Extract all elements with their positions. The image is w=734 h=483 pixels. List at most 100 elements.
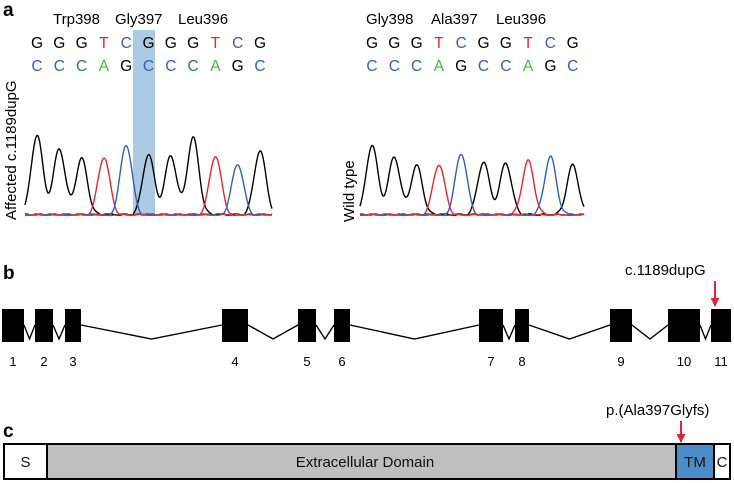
wild-forward-base-1: G <box>366 35 378 52</box>
exon-7 <box>479 309 503 342</box>
wild-forward-base-4: T <box>434 35 444 52</box>
panel-c: c p.(Ala397Glyfs) S Extracellular Domain… <box>3 402 731 480</box>
affected-forward-base-3: G <box>76 35 88 52</box>
affected-forward-base-11: G <box>254 35 266 52</box>
affected-codon-2: Gly397 <box>115 11 163 28</box>
cytoplasmic-domain-label: C <box>717 454 728 471</box>
wild-forward-base-5: C <box>456 35 467 52</box>
signal-peptide-label: S <box>20 454 30 471</box>
affected-complement-base-3: C <box>76 58 87 75</box>
exon-10 <box>668 309 700 342</box>
exon-label-9: 9 <box>617 354 624 369</box>
gene-structure: 1 2 3 4 5 6 7 8 9 10 11 <box>2 309 731 369</box>
exon-label-1: 1 <box>9 354 16 369</box>
affected-chromatogram <box>24 134 273 217</box>
intron-line <box>52 324 66 341</box>
affected-forward-base-1: G <box>31 35 43 52</box>
intron-line <box>247 324 299 340</box>
affected-complement-base-2: C <box>54 58 65 75</box>
affected-complement-base-4: A <box>99 58 110 75</box>
affected-codon-3: Leu396 <box>178 11 228 28</box>
wild-codon-2: Ala397 <box>431 11 478 28</box>
wild-complement-base-2: C <box>389 58 400 75</box>
panel-b-label: b <box>3 263 15 284</box>
wild-complement-base-7: C <box>500 58 511 75</box>
exon-label-2: 2 <box>40 354 47 369</box>
exon-1 <box>2 309 24 342</box>
signal-peptide-domain <box>3 443 48 480</box>
wild-complement-base-8: A <box>523 58 534 75</box>
affected-forward-base-6: G <box>142 35 154 52</box>
affected-forward-base-2: G <box>53 35 65 52</box>
intron-line <box>502 324 516 341</box>
wild-complement-base-3: C <box>411 58 422 75</box>
exon-label-10: 10 <box>677 354 691 369</box>
intron-line <box>80 324 223 340</box>
affected-forward-base-7: G <box>165 35 177 52</box>
affected-complement-base-1: C <box>31 58 42 75</box>
exon-label-4: 4 <box>231 354 238 369</box>
panel-c-label: c <box>3 421 14 442</box>
exon-label-5: 5 <box>303 354 310 369</box>
affected-forward-base-10: C <box>232 35 243 52</box>
trace-C <box>24 144 273 216</box>
wild-forward-base-7: G <box>500 35 512 52</box>
intron-line <box>23 324 36 341</box>
protein-diagram: S Extracellular Domain TM C <box>3 443 731 480</box>
exon-8 <box>515 309 529 342</box>
wild-forward-base-8: T <box>523 35 533 52</box>
wild-complement-base-9: G <box>544 58 556 75</box>
trace-noise <box>25 213 272 217</box>
intron-line <box>699 324 712 341</box>
wild-codon-1: Gly398 <box>366 11 414 28</box>
exon-4 <box>222 309 248 342</box>
intron-line <box>315 324 335 341</box>
affected-highlight <box>133 30 155 215</box>
exon-2 <box>35 309 53 342</box>
wild-forward-base-3: G <box>411 35 423 52</box>
exon-label-7: 7 <box>487 354 494 369</box>
wild-complement-base-6: C <box>478 58 489 75</box>
wild-forward-base-10: G <box>567 35 579 52</box>
affected-complement-base-11: C <box>254 58 265 75</box>
exon-label-3: 3 <box>69 354 76 369</box>
exon-3 <box>65 309 81 342</box>
exon-5 <box>298 309 316 342</box>
extracellular-domain-label: Extracellular Domain <box>296 454 434 471</box>
mutation-protein-label: p.(Ala397Glyfs) <box>606 402 709 419</box>
affected-forward-base-8: G <box>187 35 199 52</box>
wild-complement-base-1: C <box>366 58 377 75</box>
wild-complement-base-5: G <box>455 58 467 75</box>
exon-label-8: 8 <box>518 354 525 369</box>
affected-complement-base-9: A <box>210 58 221 75</box>
wild-complement-base-10: C <box>567 58 578 75</box>
affected-forward-base-9: T <box>211 35 221 52</box>
exon-6 <box>334 309 350 342</box>
wild-chromatogram <box>359 144 585 217</box>
wild-forward-base-9: C <box>545 35 556 52</box>
intron-line <box>528 324 611 340</box>
trace-C <box>359 153 585 216</box>
extracellular-domain <box>46 443 677 480</box>
affected-side-label: Affected c.1189dupG <box>3 80 20 220</box>
affected-complement-base-8: C <box>187 58 198 75</box>
exon-label-6: 6 <box>338 354 345 369</box>
transmembrane-domain-label: TM <box>684 454 706 471</box>
wild-forward-base-2: G <box>388 35 400 52</box>
affected-codon-1: Trp398 <box>53 11 100 28</box>
exon-label-11: 11 <box>714 354 728 369</box>
wild-side-label: Wild type <box>341 160 358 222</box>
affected-complement-base-7: C <box>165 58 176 75</box>
trace-noise <box>360 213 585 217</box>
exon-9 <box>610 309 632 342</box>
affected-complement-base-10: G <box>232 58 244 75</box>
affected-complement-base-6: C <box>143 58 154 75</box>
